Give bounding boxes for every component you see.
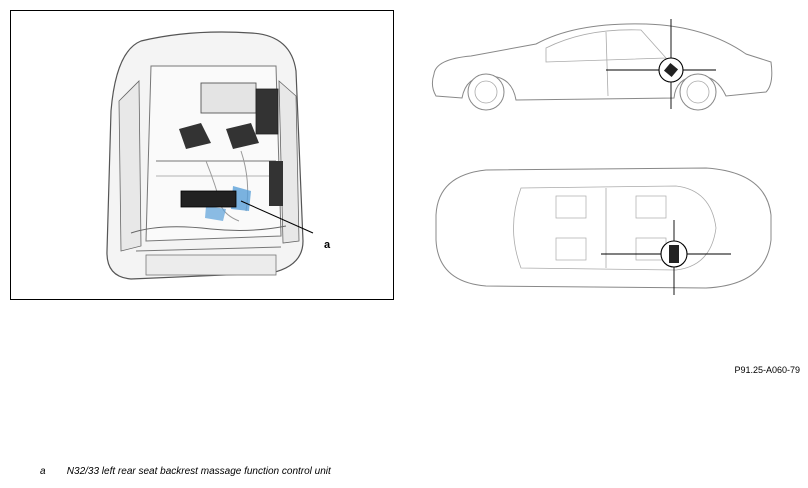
legend-key: a [40, 466, 46, 477]
figure-code: P91.25-A060-79 [734, 365, 800, 375]
seat-backrest-illustration [106, 31, 314, 280]
legend-text: N32/33 left rear seat backrest massage f… [66, 466, 331, 477]
callout-letter-a: a [324, 239, 331, 251]
seat-illustration-frame: a [10, 10, 394, 300]
legend-row: a N32/33 left rear seat backrest massage… [40, 466, 331, 477]
vehicle-side-view [426, 14, 776, 119]
vehicle-top-view [426, 160, 776, 305]
callout-leader-line [240, 200, 314, 234]
